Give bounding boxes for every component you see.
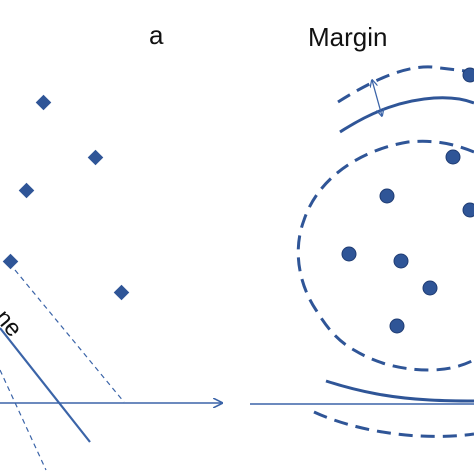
lower-solid-curve xyxy=(325,379,474,403)
margin-line-lower xyxy=(0,369,47,471)
hyperplane-line xyxy=(0,327,91,443)
margin-line-upper xyxy=(14,269,125,403)
outer-dashed-curve xyxy=(337,65,474,104)
right-panel: Margin xyxy=(250,22,474,438)
left-panel: a ne xyxy=(0,20,222,471)
circle-point xyxy=(462,202,474,218)
hyperplane-lines xyxy=(0,269,125,471)
circle-point xyxy=(422,280,438,296)
diamond-point xyxy=(2,253,19,270)
circle-point xyxy=(462,67,474,83)
margin-width-arrow xyxy=(372,80,382,116)
panel-label-margin: Margin xyxy=(308,22,387,52)
circle-point xyxy=(445,149,461,165)
panel-label-a: a xyxy=(149,20,164,50)
circle-points xyxy=(341,67,474,334)
lower-dashed-curve xyxy=(313,410,474,438)
solid-boundary-curve xyxy=(339,96,474,134)
circle-point xyxy=(389,318,405,334)
circle-point xyxy=(393,253,409,269)
boundary-curves xyxy=(296,65,474,438)
circle-point xyxy=(379,188,395,204)
diamond-points xyxy=(2,94,130,301)
circle-point xyxy=(341,246,357,262)
diamond-point xyxy=(87,149,104,166)
diamond-point xyxy=(35,94,52,111)
diamond-point xyxy=(18,182,35,199)
diamond-point xyxy=(113,284,130,301)
dashed-region-boundary xyxy=(296,139,474,372)
hyperplane-label-fragment: ne xyxy=(0,304,27,342)
